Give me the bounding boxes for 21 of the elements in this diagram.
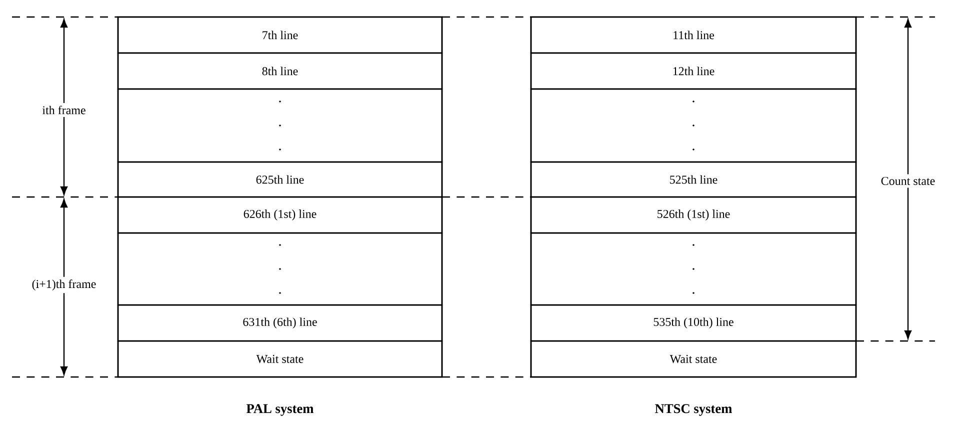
line-row: Wait state <box>530 340 857 378</box>
line-row: 631th (6th) line <box>117 304 443 342</box>
ellipsis-row <box>117 232 443 306</box>
dimension-label: (i+1)th frame <box>29 276 99 294</box>
line-row: 8th line <box>117 52 443 90</box>
line-row: Wait state <box>117 340 443 378</box>
line-row: 11th line <box>530 16 857 54</box>
system-caption: PAL system <box>246 404 314 416</box>
line-row: 525th line <box>530 161 857 198</box>
line-row: 625th line <box>117 161 443 198</box>
system-caption: NTSC system <box>655 404 732 416</box>
line-row: 12th line <box>530 52 857 90</box>
line-row: 626th (1st) line <box>117 196 443 234</box>
ellipsis-row <box>530 232 857 306</box>
line-row: 7th line <box>117 16 443 54</box>
line-row: 535th (10th) line <box>530 304 857 342</box>
dimension-label: Count state <box>878 174 938 188</box>
dimension-label: ith frame <box>40 103 88 117</box>
ellipsis-row <box>117 88 443 163</box>
line-row: 526th (1st) line <box>530 196 857 234</box>
ellipsis-row <box>530 88 857 163</box>
